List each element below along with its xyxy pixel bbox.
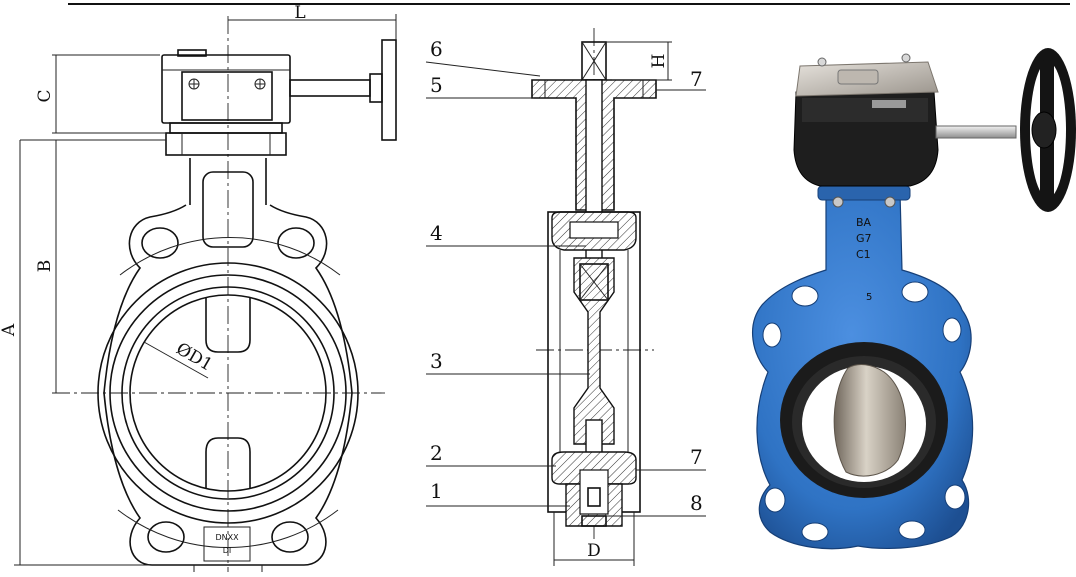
body-ring-outer xyxy=(97,262,359,524)
part-label-7-top: 7 xyxy=(690,67,703,91)
plate-line-2: DI xyxy=(223,546,232,555)
photo-lug-hole xyxy=(791,285,819,307)
dim-d-label: D xyxy=(587,541,601,561)
section-view: H D 6 5 4 3 2 1 7 7 8 xyxy=(425,28,706,566)
photo-handwheel-shaft xyxy=(935,125,1017,139)
part-label-3: 3 xyxy=(430,349,443,373)
lug-hole-bottom-right xyxy=(271,521,309,553)
photo-disc xyxy=(833,364,907,477)
front-view: DNXX DI ØD1 L C B xyxy=(0,3,397,572)
lower-bushing xyxy=(551,451,637,485)
valve-body-outline xyxy=(103,204,353,566)
photo-mark-2: G7 xyxy=(856,232,872,245)
handwheel-shaft xyxy=(289,79,371,97)
dim-h-label: H xyxy=(649,54,669,69)
plate-line-1: DNXX xyxy=(215,533,239,542)
dim-a-label: A xyxy=(0,323,19,337)
dim-b-label: B xyxy=(35,260,55,273)
part-label-7-bottom: 7 xyxy=(690,445,703,469)
valve-photo: BA G7 C1 5 xyxy=(752,48,1076,550)
photo-mark-1: BA xyxy=(856,216,872,229)
part-label-6: 6 xyxy=(430,37,443,61)
part-label-2: 2 xyxy=(430,441,443,465)
part-label-8: 8 xyxy=(690,491,703,515)
photo-mark-3: C1 xyxy=(856,248,871,261)
lug-hole-top-left xyxy=(141,227,179,259)
lug-hole-top-right xyxy=(277,227,315,259)
dim-l-label: L xyxy=(294,3,305,23)
name-plate xyxy=(203,526,251,562)
handwheel-edge xyxy=(381,39,397,141)
lug-hole-bottom-left xyxy=(147,521,185,553)
disc-section xyxy=(573,257,615,445)
part-label-1: 1 xyxy=(430,479,443,503)
part-label-5: 5 xyxy=(430,73,443,97)
photo-mark-4: 5 xyxy=(866,292,872,303)
seat-ring xyxy=(121,286,335,500)
part-label-4: 4 xyxy=(430,221,443,245)
gearbox-housing xyxy=(161,54,291,124)
dim-c-label: C xyxy=(35,89,55,102)
